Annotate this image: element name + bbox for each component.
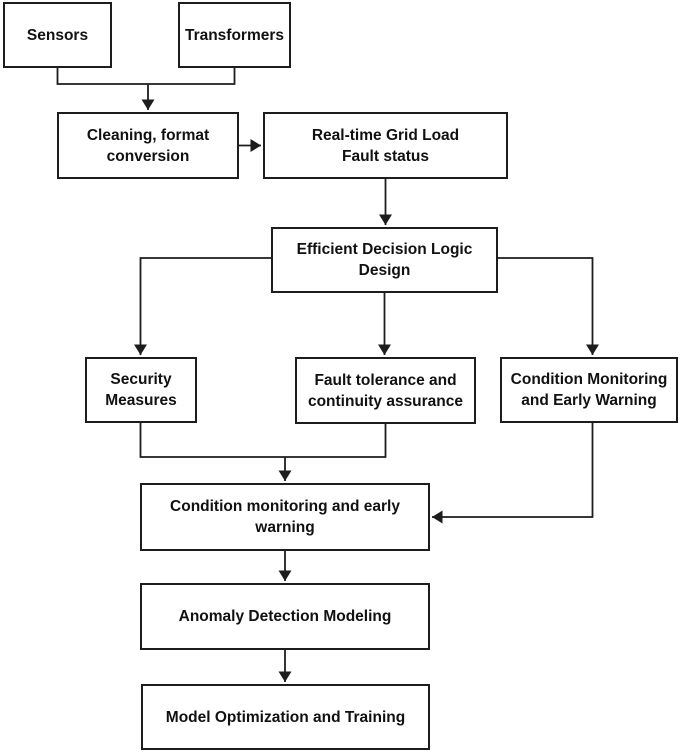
node-cleaning-format-conversion: Cleaning, format conversion [57,112,239,179]
connector-decision-to-monitor-branch [498,257,599,355]
node-sensors: Sensors [3,2,112,68]
node-model-label: Model Optimization and Training [165,708,406,726]
node-monitor-main-label-line2: warning [255,519,315,536]
node-realtime-label-line1: Real-time Grid Load [311,126,460,144]
node-condition-monitoring-early-warning-branch: Condition Monitoring and Early Warning [500,357,678,423]
node-anomaly-label: Anomaly Detection Modeling [178,608,392,625]
node-realtime-label-line2: Fault status [342,147,429,165]
node-decision-label-line2: Design [358,262,411,279]
node-fault-label-line1: Fault tolerance and [314,371,457,389]
node-transformers: Transformers [178,2,291,68]
connector-sensors-transformers-merge [56,68,236,85]
node-monitor-main-label-line1: Condition monitoring and early [170,498,400,515]
node-model-optimization-training: Model Optimization and Training [141,684,430,750]
node-sensors-label: Sensors [26,26,89,44]
node-fault-label-line2: continuity assurance [307,392,464,410]
node-monitor-branch-label-line1: Condition Monitoring [510,371,668,388]
node-decision-label-line1: Efficient Decision Logic [296,241,473,258]
node-fault-tolerance-continuity: Fault tolerance and continuity assurance [295,357,476,424]
node-transformers-label: Transformers [184,26,285,44]
node-monitor-branch-label-line2: and Early Warning [521,392,657,409]
connector-monitor-branch-to-monitor-main [432,423,594,524]
node-cleaning-label-line1: Cleaning, format [86,126,210,144]
connector-decision-to-security [134,257,271,355]
node-condition-monitoring-early-warning-main: Condition monitoring and early warning [140,483,430,551]
node-anomaly-detection-modeling: Anomaly Detection Modeling [140,583,430,650]
node-efficient-decision-logic-design: Efficient Decision Logic Design [271,227,498,293]
node-security-measures: Security Measures [85,357,197,423]
node-security-label-line1: Security [110,371,172,388]
connector-security-fault-merge [139,423,387,458]
node-cleaning-label-line2: conversion [106,147,190,165]
node-security-label-line2: Measures [105,392,177,409]
node-realtime-grid-load-fault-status: Real-time Grid Load Fault status [263,112,508,179]
